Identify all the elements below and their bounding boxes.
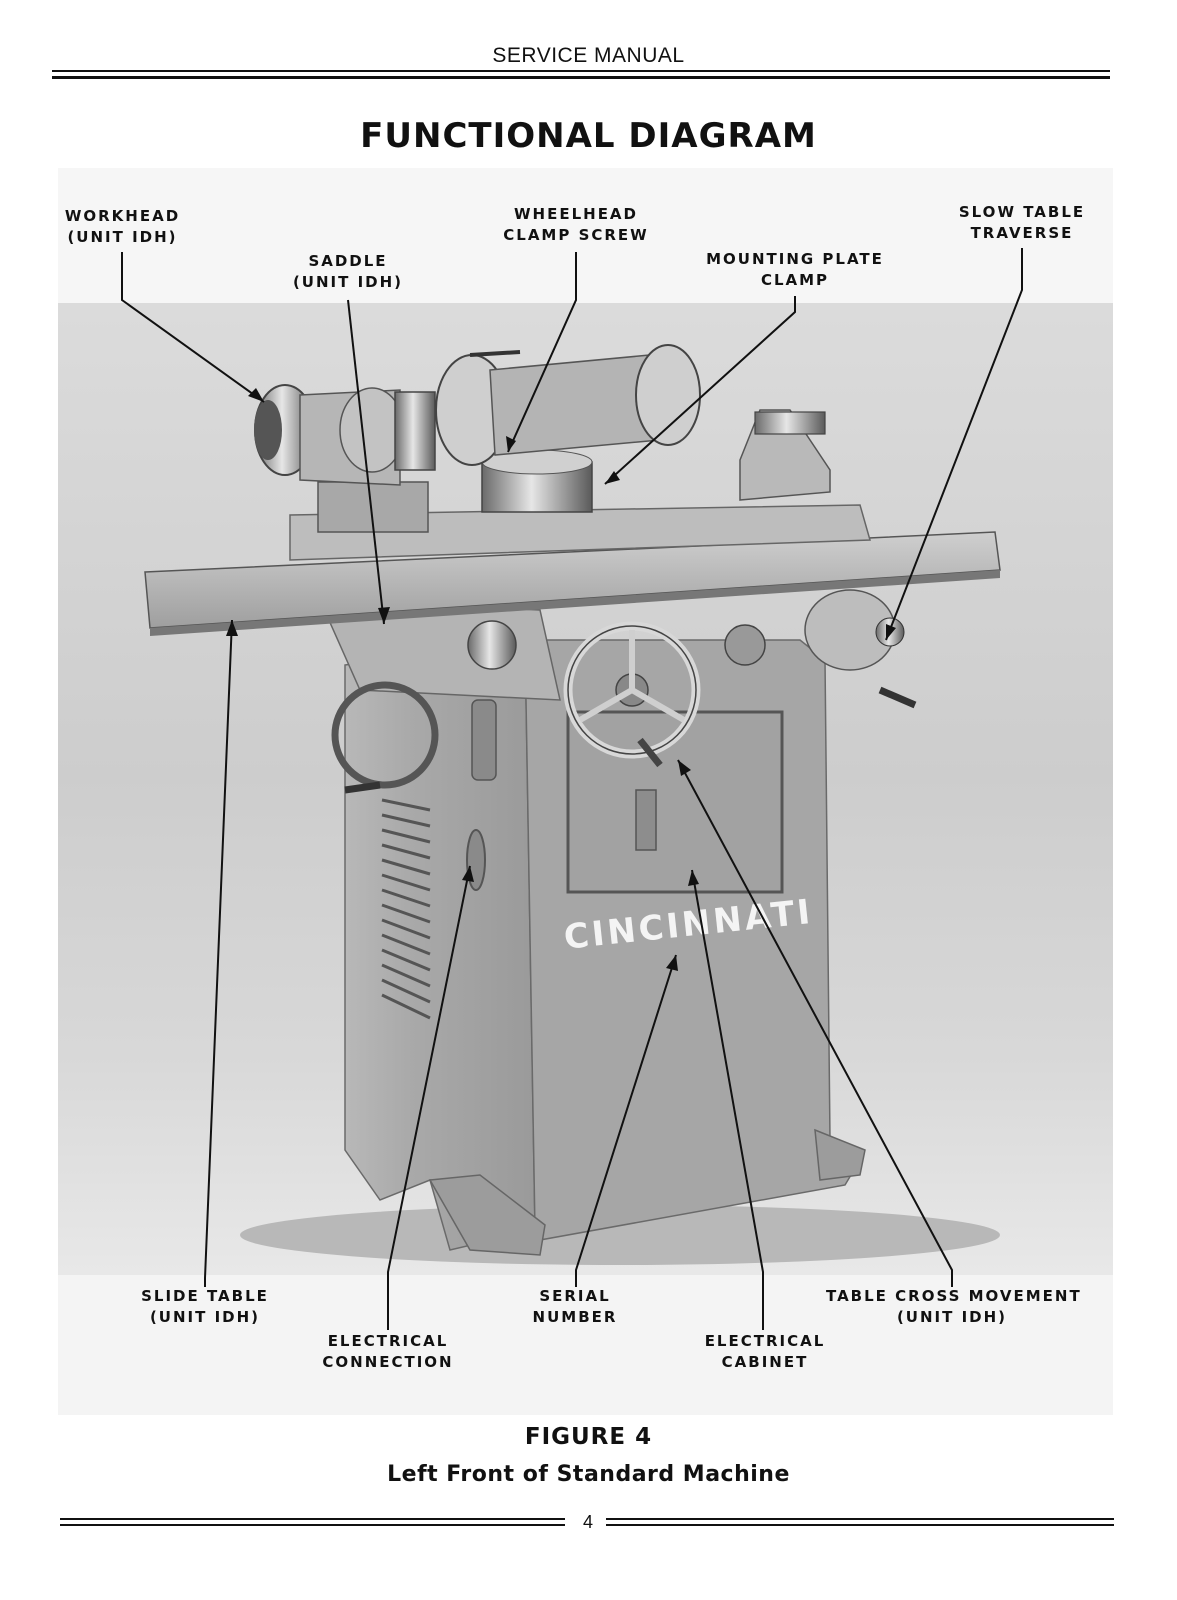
grinding-wheel-right [635, 344, 701, 446]
footer-rule-left-2 [60, 1524, 565, 1526]
arrow-workhead [248, 388, 264, 402]
foot-right [814, 1128, 866, 1181]
leader-mounting-plate [604, 296, 796, 485]
handwheel-handle [637, 737, 663, 768]
foot-left [428, 1174, 546, 1256]
photo-bottom-backdrop [58, 1275, 1113, 1415]
side-handwheel-handle [344, 781, 381, 794]
arrow-serial-number [666, 955, 678, 971]
leader-electrical-cabinet [691, 869, 764, 1330]
arrow-wheelhead-clamp [506, 436, 516, 452]
leader-slide-table [204, 619, 233, 1287]
header-rule-2 [52, 76, 1110, 79]
header-rule-1 [52, 70, 1110, 72]
leader-serial-number [575, 954, 677, 1287]
callout-workhead: WORKHEAD(UNIT IDH) [64, 207, 181, 246]
cross-movement-handle [878, 686, 917, 709]
arrow-slow-table [886, 624, 896, 640]
leader-slow-table [885, 248, 1023, 641]
footer-rule-right-2 [606, 1524, 1114, 1526]
wheelhead-handle [469, 350, 521, 357]
arrow-saddle [378, 607, 390, 624]
arrow-table-cross [678, 760, 691, 776]
photo-top-backdrop [58, 168, 1113, 303]
arrow-mounting-plate [605, 471, 620, 484]
header-title: SERVICE MANUAL [492, 44, 685, 67]
upper-table [289, 504, 871, 561]
side-louvers [381, 798, 431, 1020]
leader-workhead [121, 252, 265, 403]
base-shadow [240, 1205, 1000, 1265]
callout-slide-table: SLIDE TABLE(UNIT IDH) [141, 1287, 269, 1326]
leader-wheelhead-clamp [507, 252, 577, 453]
footer-rule-left-1 [60, 1518, 565, 1520]
slide-table-edge [150, 570, 1000, 636]
callout-saddle: SADDLE(UNIT IDH) [292, 252, 404, 291]
dial [724, 624, 766, 666]
leader-table-cross [677, 759, 953, 1287]
page-title: FUNCTIONAL DIAGRAM [360, 116, 817, 156]
leader-saddle [347, 299, 385, 625]
arrow-electrical-connection [462, 866, 474, 882]
page-number: 4 [582, 1512, 593, 1532]
arrow-slide-table [226, 620, 238, 636]
figure-caption: Left Front of Standard Machine [387, 1462, 790, 1487]
figure-number: FIGURE 4 [524, 1424, 653, 1450]
control-panel [471, 699, 497, 781]
callout-table-cross-movement: TABLE CROSS MOVEMENT(UNIT IDH) [826, 1287, 1082, 1326]
arrow-electrical-cabinet [688, 870, 699, 886]
feed-knob [467, 620, 517, 670]
workhead-pulley [394, 391, 436, 471]
leader-electrical-connection [387, 865, 471, 1330]
cabinet-switch [635, 789, 657, 851]
workhead-nose [254, 400, 282, 460]
tailstock-spindle [754, 411, 826, 435]
footer-rule-right-1 [606, 1518, 1114, 1520]
side-handwheel [331, 681, 439, 789]
